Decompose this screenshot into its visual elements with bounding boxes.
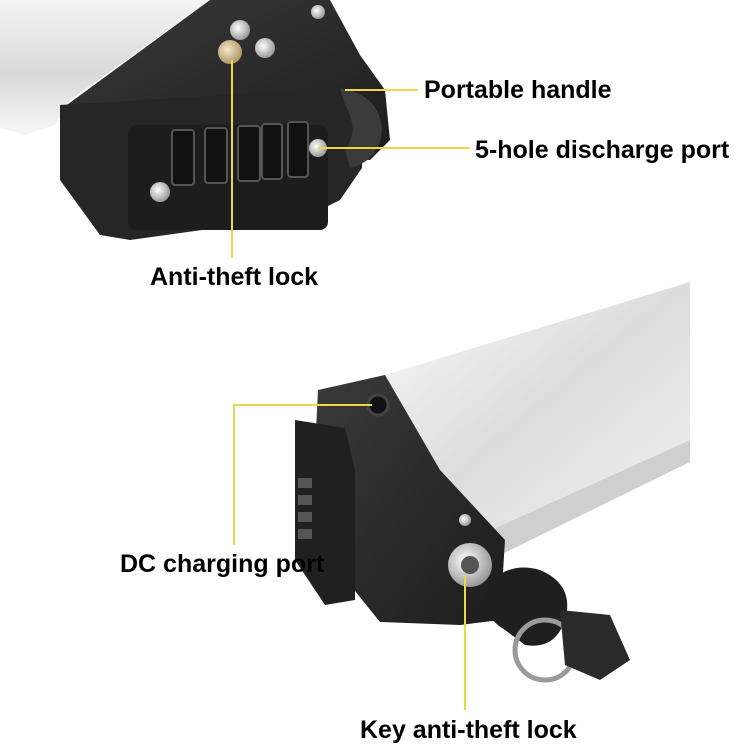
key-icon — [484, 567, 568, 646]
key-lock-keyhole-icon — [461, 556, 479, 574]
screw-icon — [230, 20, 250, 40]
label-key-anti-theft-lock: Key anti-theft lock — [360, 716, 577, 744]
screw-icon — [255, 38, 275, 58]
label-portable-handle: Portable handle — [424, 76, 612, 104]
bottom-battery-connector-block — [295, 420, 355, 605]
screw-icon — [150, 182, 170, 202]
discharge-pin — [237, 125, 261, 182]
discharge-pin — [171, 129, 195, 186]
label-dc-charging-port: DC charging port — [120, 550, 325, 578]
connector-pin — [298, 478, 312, 488]
discharge-pin — [261, 123, 283, 180]
spare-key-icon — [560, 610, 630, 680]
screw-icon — [459, 514, 471, 526]
discharge-port-pins — [171, 121, 309, 186]
bottom-battery-aluminum-side — [480, 440, 690, 555]
label-anti-theft-lock: Anti-theft lock — [150, 263, 319, 291]
top-battery-aluminum-body — [0, 0, 210, 135]
bottom-battery — [295, 282, 690, 683]
bottom-connector-pins — [298, 478, 312, 539]
screw-icon — [311, 5, 325, 19]
top-battery — [0, 0, 390, 240]
discharge-pin — [204, 127, 228, 184]
anti-theft-lock-icon — [218, 40, 242, 64]
connector-pin — [298, 495, 312, 505]
label-discharge-port: 5-hole discharge port — [475, 136, 730, 164]
connector-pin — [298, 512, 312, 522]
callout-line-dc-charging-port — [233, 404, 372, 545]
bottom-battery-aluminum-body — [385, 282, 690, 535]
callout-lines — [231, 60, 470, 710]
connector-pin — [298, 529, 312, 539]
discharge-pin — [287, 121, 309, 178]
